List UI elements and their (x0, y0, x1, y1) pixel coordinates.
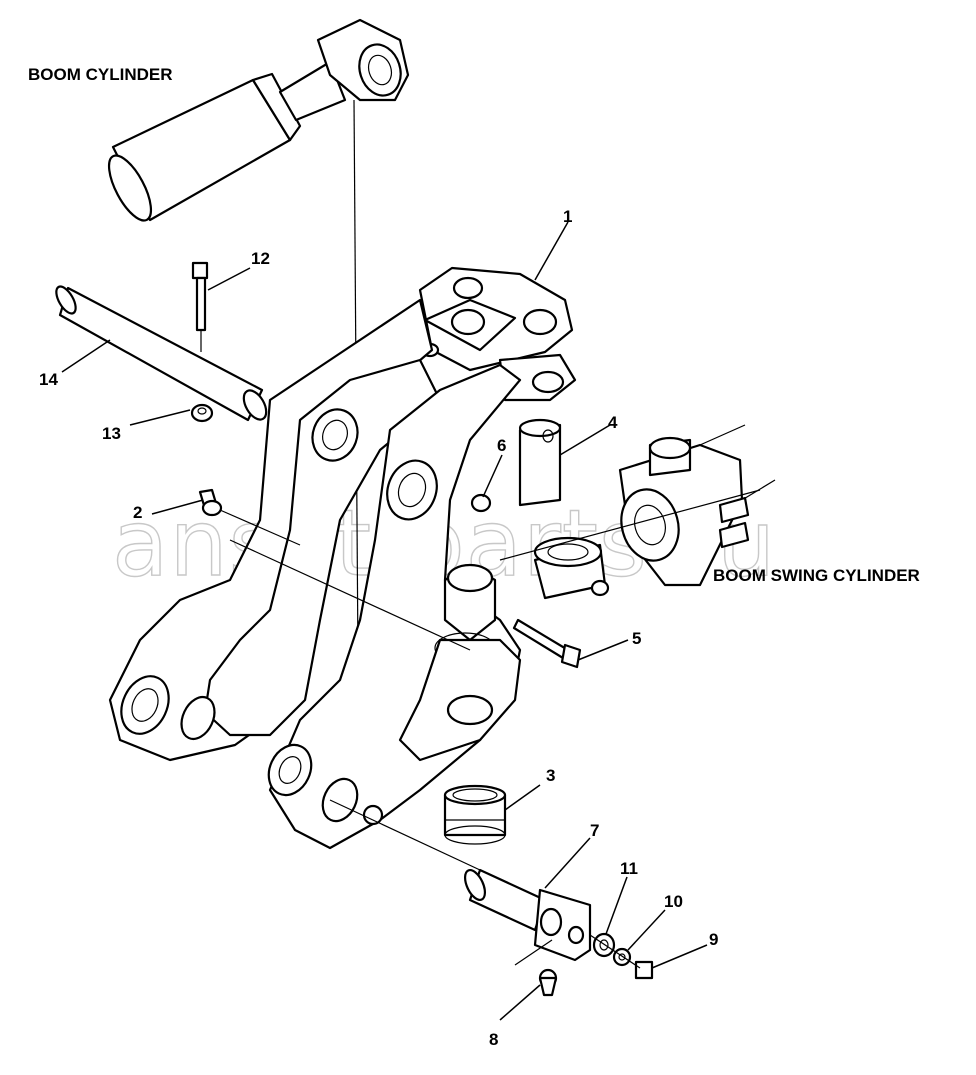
pin-14-drawing (55, 261, 268, 423)
boom-cylinder-drawing (107, 18, 410, 661)
part-number-13: 13 (102, 424, 121, 443)
bushing-3-drawing (443, 784, 507, 845)
boom-swing-cylinder-label: BOOM SWING CYLINDER (713, 566, 920, 585)
part-number-5: 5 (632, 629, 641, 648)
part-number-6: 6 (497, 436, 506, 455)
boom-swing-cylinder-drawing (499, 424, 776, 587)
part-number-4: 4 (608, 413, 618, 432)
grease-nipple-2-drawing (198, 488, 301, 546)
part-number-2: 2 (133, 503, 142, 522)
swing-bracket-drawing (108, 266, 577, 850)
part-number-9: 9 (709, 930, 718, 949)
part-number-8: 8 (489, 1030, 498, 1049)
part-number-11: 11 (620, 859, 638, 878)
pin-7-drawing (329, 799, 654, 997)
leader-lines (61, 221, 708, 1021)
part-number-1: 1 (563, 207, 572, 226)
boom-cylinder-label: BOOM CYLINDER (28, 65, 173, 84)
part-number-7: 7 (590, 821, 599, 840)
part-number-10: 10 (664, 892, 683, 911)
pin-4-drawing (518, 418, 562, 507)
part-number-14: 14 (39, 370, 58, 389)
collar-drawing (533, 536, 610, 600)
part-number-3: 3 (546, 766, 555, 785)
bolt-5-drawing (512, 618, 582, 669)
part-number-12: 12 (251, 249, 270, 268)
